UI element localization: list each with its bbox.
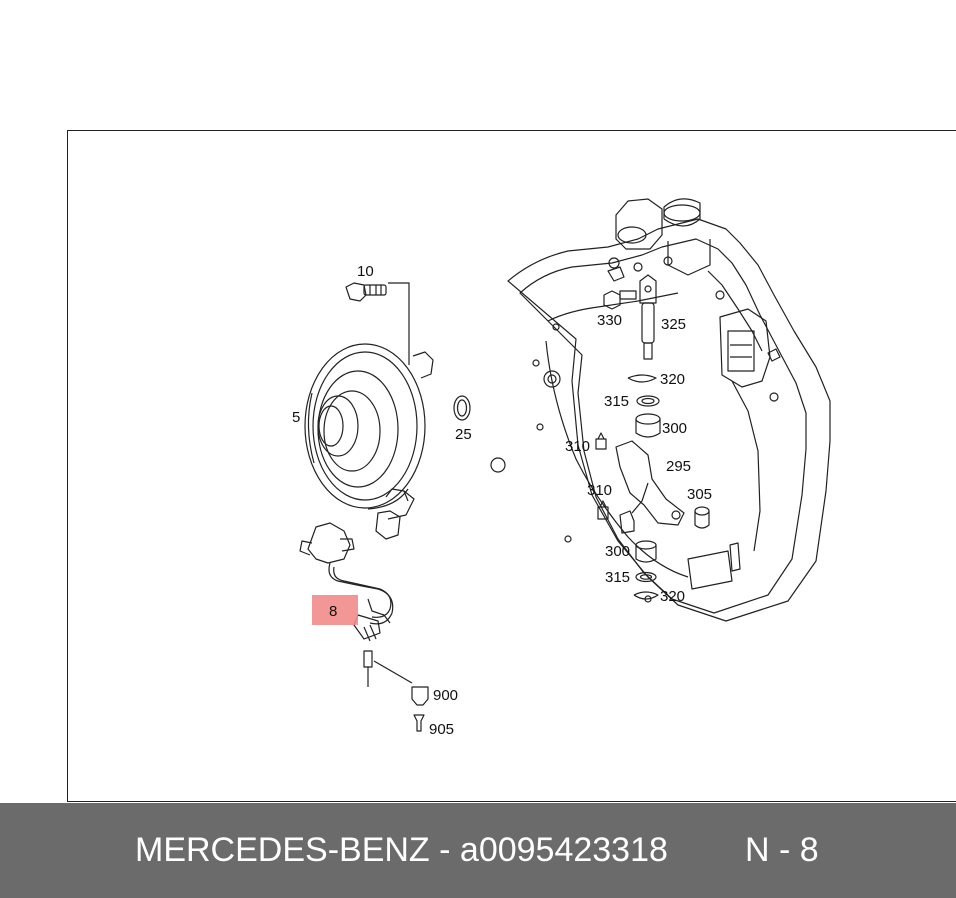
callout-10[interactable]: 10 [357, 263, 374, 280]
ring-25-drawing [453, 395, 471, 421]
callout-5[interactable]: 5 [292, 409, 300, 426]
exploded-parts-diagram: 10 5 25 8 900 905 330 325 320 315 300 31… [292, 198, 831, 738]
clip-320-lower-drawing [633, 591, 659, 600]
callout-320-upper[interactable]: 320 [660, 371, 685, 388]
footer-bar: MERCEDES-BENZ - a0095423318 N - 8 [0, 803, 956, 898]
callout-310-lower[interactable]: 310 [587, 482, 612, 499]
callout-320-lower[interactable]: 320 [660, 588, 685, 605]
screw-310-upper-drawing [595, 432, 607, 450]
bracket-295-drawing [615, 440, 685, 526]
part-near-310-drawing [619, 510, 635, 534]
callout-315-lower[interactable]: 315 [605, 569, 630, 586]
parts-diagram-frame: 10 5 25 8 900 905 330 325 320 315 300 31… [67, 130, 956, 802]
ring-315-lower-drawing [635, 571, 657, 583]
transmission-housing-drawing [490, 198, 831, 622]
clip-320-upper-drawing [627, 374, 657, 383]
pin-325-drawing [639, 274, 657, 360]
callout-295[interactable]: 295 [666, 458, 691, 475]
callout-8[interactable]: 8 [329, 603, 337, 620]
callout-330[interactable]: 330 [597, 312, 622, 329]
callout-325[interactable]: 325 [661, 316, 686, 333]
footer-position-number: N - 8 [745, 831, 819, 869]
sleeve-305-drawing [694, 506, 710, 529]
highlight-box-8 [312, 595, 358, 625]
callout-315-upper[interactable]: 315 [604, 393, 629, 410]
callout-310-upper[interactable]: 310 [565, 438, 590, 455]
bushing-300-upper-drawing [635, 413, 661, 438]
callout-labels: 10 5 25 8 900 905 330 325 320 315 300 31… [292, 263, 712, 738]
callout-300-upper[interactable]: 300 [662, 420, 687, 437]
footer-part-number: MERCEDES-BENZ - a0095423318 [135, 831, 668, 869]
converter-5-drawing [304, 343, 434, 520]
callout-900[interactable]: 900 [433, 687, 458, 704]
callout-305[interactable]: 305 [687, 486, 712, 503]
callout-905[interactable]: 905 [429, 721, 454, 738]
bolt-10-drawing [345, 282, 410, 353]
callout-25[interactable]: 25 [455, 426, 472, 443]
sensor-8-drawing [299, 488, 409, 642]
pin-900-905-drawing [363, 650, 429, 732]
bushing-300-lower-drawing [635, 540, 657, 563]
callout-300-lower[interactable]: 300 [605, 543, 630, 560]
bolt-330-drawing [603, 290, 637, 310]
screw-310-lower-drawing [597, 500, 609, 520]
ring-315-upper-drawing [636, 395, 660, 407]
